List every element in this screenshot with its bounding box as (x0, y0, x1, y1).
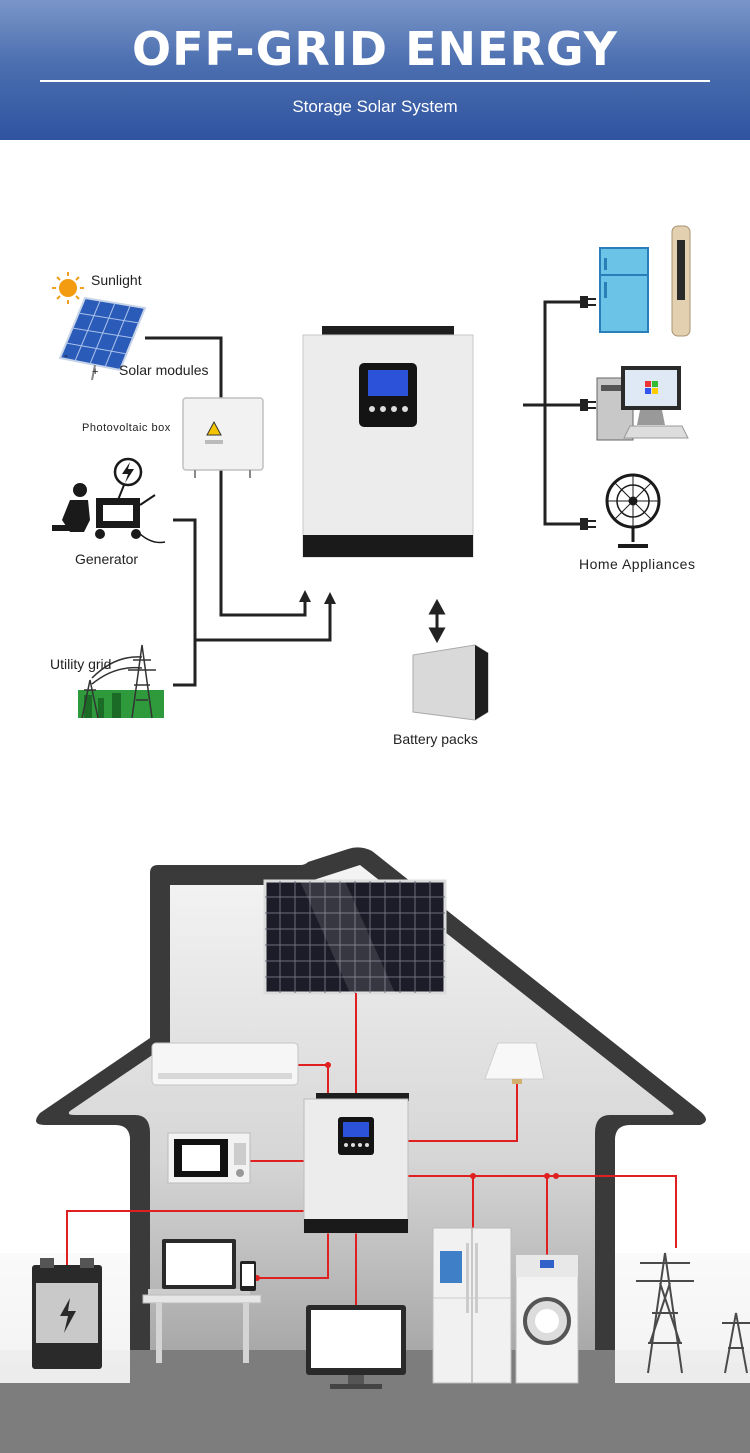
label-battery-packs: Battery packs (393, 731, 478, 747)
label-utility-grid: Utility grid (50, 656, 112, 672)
arrow-up-icon (324, 592, 336, 604)
house-wires (66, 993, 677, 1305)
label-sunlight: Sunlight (91, 272, 142, 288)
microwave-icon (167, 1132, 251, 1184)
air-conditioner-icon (151, 1042, 299, 1086)
tower-fan-icon (671, 225, 691, 337)
battery-pack-icon (412, 644, 489, 721)
pv-box-icon (182, 397, 264, 478)
television-icon (306, 1305, 406, 1389)
rooftop-solar-panel-icon (263, 879, 447, 995)
label-home-appliances: Home Appliances (579, 556, 696, 572)
label-generator: Generator (75, 551, 139, 567)
laptop-desk-icon (142, 1239, 262, 1363)
battery-icon (32, 1258, 102, 1369)
electric-fan-icon (605, 473, 661, 548)
label-solar-modules: Solar modules (119, 362, 209, 378)
desktop-computer-icon (596, 366, 689, 441)
page-subtitle: Storage Solar System (292, 97, 458, 116)
label-photovoltaic-box: Photovoltaic box (82, 422, 171, 434)
sun-icon (52, 272, 84, 304)
label-polarity-minus: - (64, 348, 68, 362)
washing-machine-icon (515, 1254, 579, 1384)
house-refrigerator-icon (432, 1227, 512, 1384)
power-tower-icon (636, 1252, 750, 1374)
house-illustration (0, 847, 750, 1453)
diagram-wires (145, 300, 580, 687)
plug-icon (580, 296, 596, 530)
header-divider (40, 80, 710, 82)
utility-grid-icon (78, 644, 164, 719)
generator-icon (52, 457, 166, 544)
house-inverter-icon (303, 1093, 409, 1234)
ceiling-lamp-icon (484, 1042, 545, 1084)
header-banner: OFF-GRID ENERGY Storage Solar System (0, 0, 750, 140)
refrigerator-icon (599, 247, 649, 333)
label-polarity-plus: + (92, 366, 99, 378)
inverter-icon (302, 326, 474, 558)
page-title: OFF-GRID ENERGY (132, 22, 618, 76)
arrow-up-icon (299, 590, 311, 602)
solar-panel-icon (58, 296, 147, 381)
double-arrow-icon (428, 598, 446, 644)
system-diagram (52, 225, 691, 721)
